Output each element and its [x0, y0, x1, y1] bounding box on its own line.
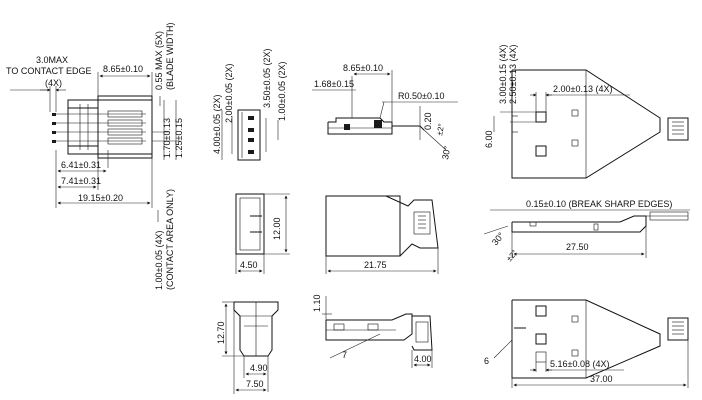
dim-641-label: 6.41±0.31 [61, 160, 101, 170]
dim-490-label: 4.90 [250, 363, 268, 373]
count-4x-label: (4X) [45, 78, 62, 88]
blade-label-1: 0.55 MAX (5X) [154, 31, 164, 90]
dim-170-label: 1.70±0.13 [162, 118, 172, 158]
contact-label-1: 1.00±0.05 (4X) [154, 231, 164, 290]
dim-168-label: 1.68±0.15 [314, 79, 354, 89]
angle-30-label-v7: 30° [490, 230, 507, 247]
view-pin-end [237, 109, 261, 161]
angle-30-label: 30° [440, 145, 452, 161]
dim-250-label: 2.50±0.13 (4X) [508, 45, 518, 104]
dim-110-label: 1.10 [312, 294, 322, 312]
dim-400-label: 4.00±0.05 (2X) [212, 95, 222, 154]
view-profile [327, 117, 425, 135]
view-housing-side [325, 195, 439, 257]
contact-label-2: (CONTACT AREA ONLY) [165, 189, 175, 290]
max-label-2: TO CONTACT EDGE [6, 66, 92, 76]
dim-3700-label: 37.00 [590, 374, 613, 384]
view-lower-side [325, 313, 433, 351]
break-edges-label: 0.15±0.10 (BREAK SHARP EDGES) [526, 199, 672, 209]
dim-750-label: 7.50 [246, 379, 264, 389]
dim-1200-label: 12.00 [272, 217, 282, 240]
dim-6-label: 6 [484, 356, 489, 366]
dim-600-label: 6.00 [484, 130, 494, 148]
dim-125-label: 1.25±0.15 [174, 118, 184, 158]
dim-2750-label: 27.50 [566, 242, 589, 252]
dim-1915-label: 19.15±0.20 [78, 193, 123, 203]
dim-300-label: 3.00±0.15 (4X) [498, 45, 508, 104]
max-label-1: 3.0MAX [36, 55, 68, 65]
view-end [235, 193, 265, 255]
dim-516-label: 5.16±0.08 (4X) [550, 359, 609, 369]
blade-label-2: (BLADE WIDTH) [165, 22, 175, 90]
view-side-edges [511, 211, 689, 233]
radius-label: R0.50±0.10 [398, 91, 444, 101]
dim-741-label: 7.41±0.31 [61, 176, 101, 186]
angle-2-label: ±2° [435, 123, 446, 136]
dim-100-label: 1.00±0.05 (2X) [277, 62, 287, 121]
dim-200-label: 2.00±0.05 (2X) [224, 64, 234, 123]
view-contact-side [52, 95, 153, 159]
dim-350-label: 3.50±0.05 (2X) [262, 49, 272, 108]
dim-1270-label: 12.70 [216, 321, 226, 344]
view-top [511, 69, 689, 179]
dim-020-label: 0.20 [423, 112, 433, 130]
view-cap-end [233, 301, 279, 357]
dim-2175-label: 21.75 [364, 260, 387, 270]
dim-865-label-v3: 8.65±0.10 [343, 63, 383, 73]
dim-200-label-v4: 2.00±0.13 (4X) [553, 84, 612, 94]
dim-7-label: 7 [342, 350, 347, 360]
angle-2-label-v7: ±2° [505, 248, 520, 263]
dim-450-label: 4.50 [240, 260, 258, 270]
dim-865-label: 8.65±0.10 [103, 64, 143, 74]
dim-400-label-v9: 4.00 [414, 354, 432, 364]
